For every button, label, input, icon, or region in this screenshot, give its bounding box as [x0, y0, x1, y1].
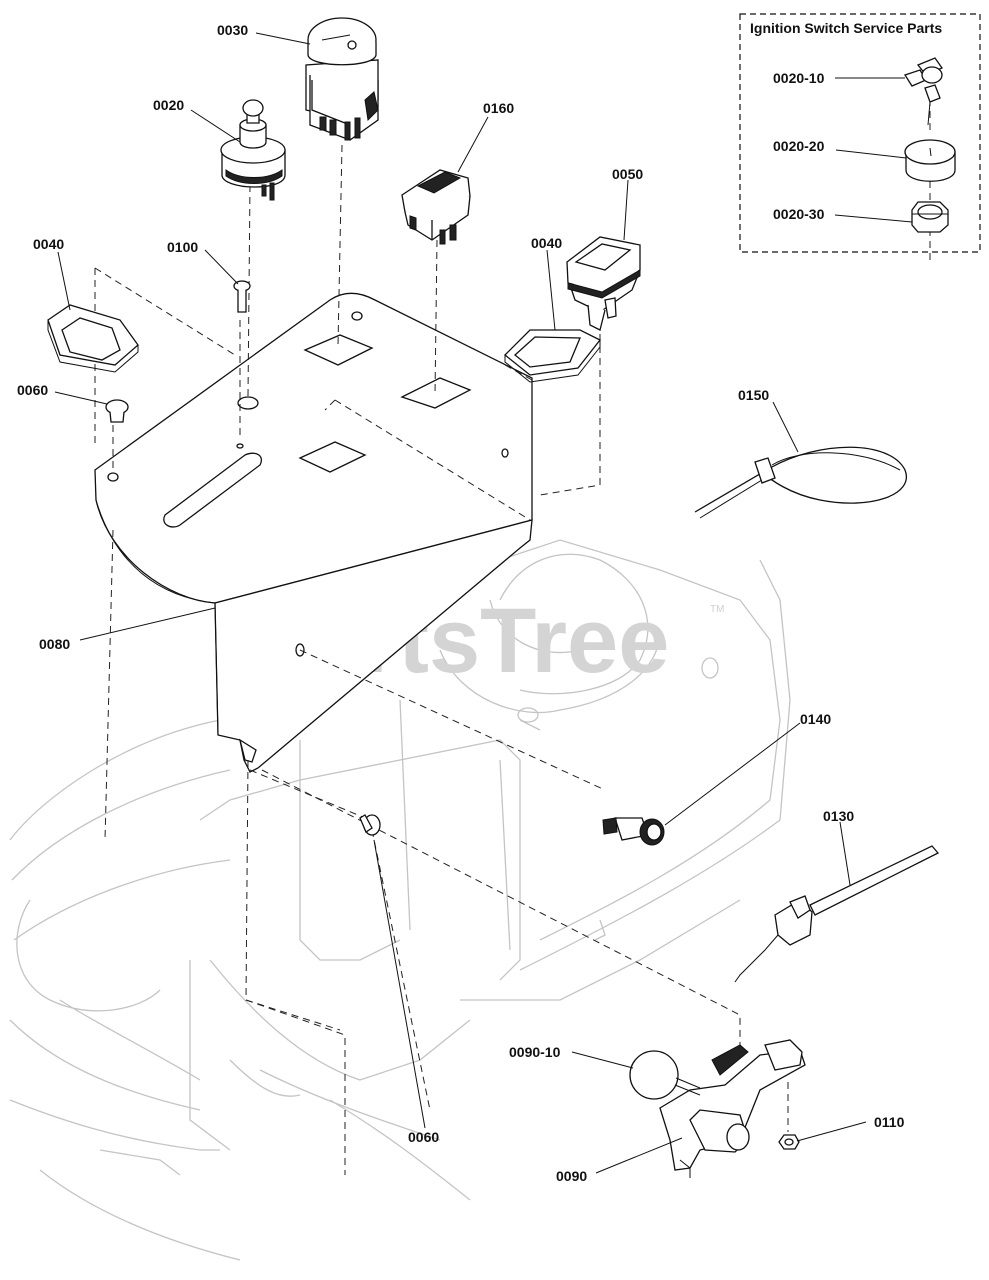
label-0020-20: 0020-20	[773, 138, 825, 154]
callout-0020: 0020	[153, 97, 184, 113]
bezel-0040-right[interactable]	[504, 329, 602, 383]
service-box-title: Ignition Switch Service Parts	[750, 20, 942, 36]
keys-0020-10[interactable]	[904, 57, 943, 126]
assembly-lines	[94, 90, 931, 1175]
leader-lines	[54, 32, 867, 1174]
callout-0110: 0110	[874, 1114, 905, 1130]
rocker-switch-0160[interactable]	[401, 169, 471, 245]
ignition-switch-0020[interactable]	[220, 99, 286, 201]
callout-0100: 0100	[167, 239, 198, 255]
callout-0060-top: 0060	[17, 382, 48, 398]
callout-0030: 0030	[217, 22, 248, 38]
label-0020-10: 0020-10	[773, 70, 825, 86]
callout-0080: 0080	[39, 636, 70, 652]
label-0020-30: 0020-30	[773, 206, 825, 222]
callout-0150: 0150	[738, 387, 769, 403]
callout-0060-bottom: 0060	[408, 1129, 439, 1145]
throttle-assembly-0090[interactable]	[659, 1039, 806, 1178]
dash-panel-0080	[94, 292, 533, 773]
svg-text:TM: TM	[710, 604, 724, 615]
screw-0100[interactable]	[233, 280, 251, 313]
throttle-knob-0090-10[interactable]	[629, 1050, 701, 1100]
callout-0090-10: 0090-10	[509, 1044, 561, 1060]
callout-0040-left: 0040	[33, 236, 64, 252]
nut-0020-30[interactable]	[911, 201, 949, 233]
callout-0160: 0160	[483, 100, 514, 116]
callout-0140: 0140	[800, 711, 831, 727]
switch-0050[interactable]	[566, 236, 641, 331]
nut-0110[interactable]	[778, 1134, 800, 1150]
hood-background	[9, 539, 791, 1261]
callout-labels: 0030 0020 0160 0050 0040 0040 0100 0060 …	[17, 22, 905, 1184]
choke-cable-0130[interactable]	[734, 845, 940, 983]
dust-cap-0020-20[interactable]	[904, 139, 956, 182]
screw-0060-bottom[interactable]	[359, 814, 381, 836]
callout-0130: 0130	[823, 808, 854, 824]
bezel-0040-left[interactable]	[47, 304, 139, 373]
cable-tie-0150[interactable]	[694, 446, 908, 519]
screw-0060-top[interactable]	[105, 399, 129, 423]
indicator-lamp-0140[interactable]	[602, 817, 665, 846]
callout-0050: 0050	[612, 166, 643, 182]
callout-0040-right: 0040	[531, 235, 562, 251]
callout-0090: 0090	[556, 1168, 587, 1184]
service-parts-box: Ignition Switch Service Parts 0020-10 00…	[739, 13, 981, 253]
pto-switch-0030[interactable]	[305, 17, 379, 141]
